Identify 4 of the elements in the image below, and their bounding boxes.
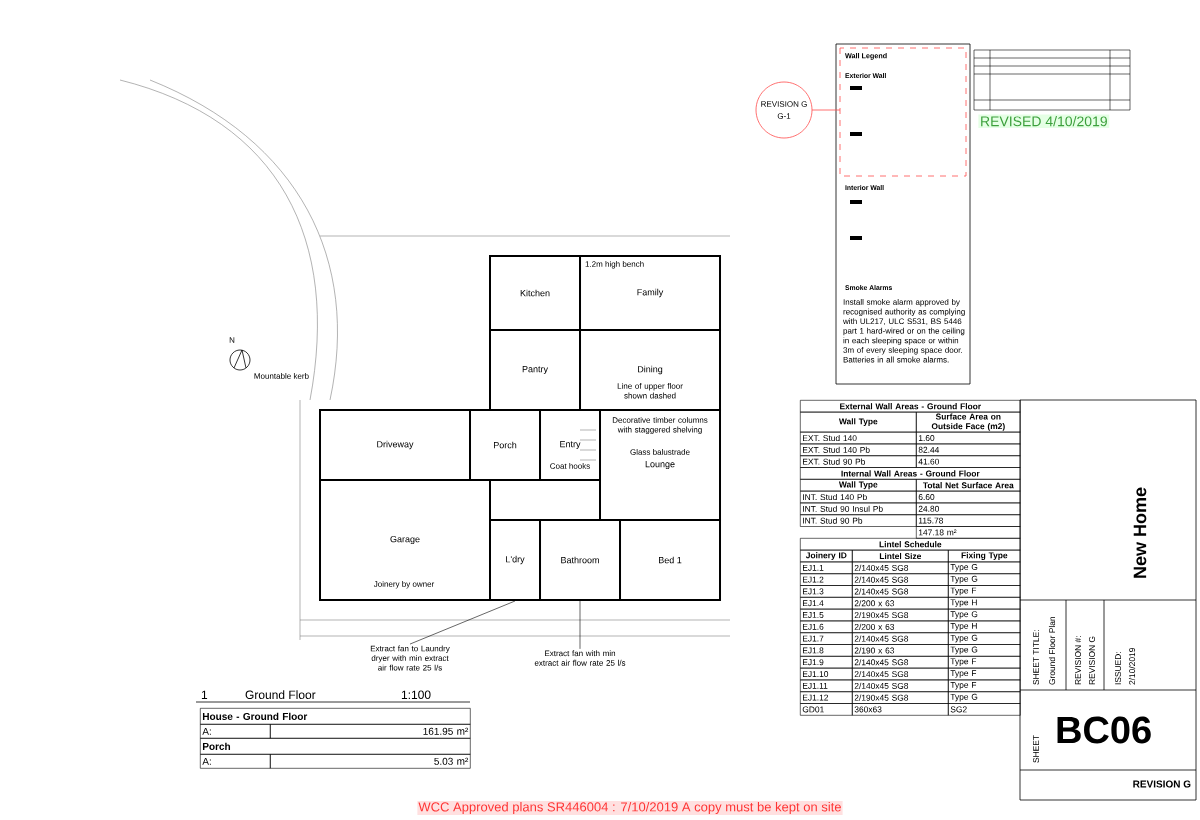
leader-line [579,600,581,650]
project-title: New Home [1133,487,1147,578]
sheet-number: BC06 [1057,716,1151,744]
leader-line [409,600,516,645]
